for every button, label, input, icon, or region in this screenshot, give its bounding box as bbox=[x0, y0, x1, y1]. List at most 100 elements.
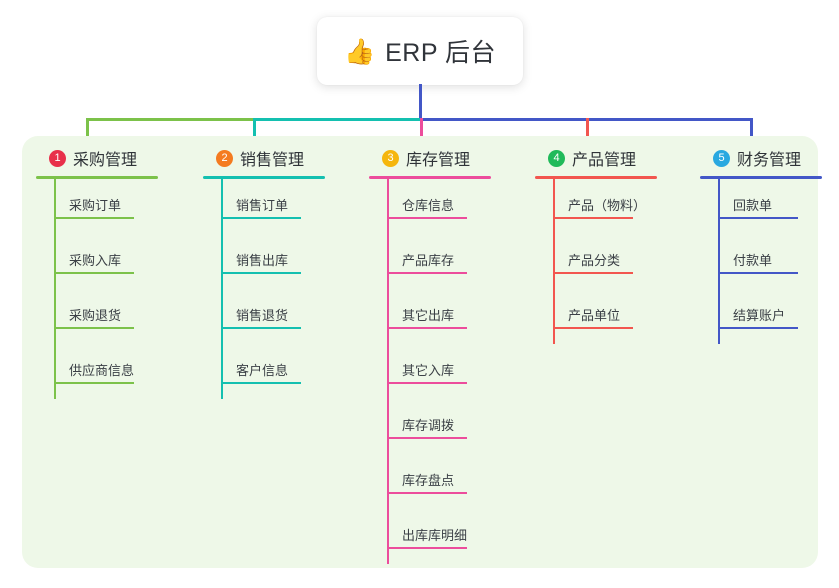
branch-spine bbox=[553, 179, 555, 344]
branch-spine bbox=[718, 179, 720, 344]
branch-header[interactable]: 4 产品管理 bbox=[535, 146, 695, 170]
branch-item[interactable]: 库存调拨 bbox=[369, 399, 529, 454]
connector-drop bbox=[253, 118, 256, 147]
branch-header[interactable]: 5 财务管理 bbox=[700, 146, 839, 170]
branch-header-rule bbox=[700, 176, 822, 179]
branch-item-rule bbox=[387, 437, 467, 439]
branches-panel bbox=[22, 136, 818, 568]
branch-item-list: 采购订单采购入库采购退货供应商信息 bbox=[36, 179, 196, 399]
branch-item-label: 付款单 bbox=[733, 253, 773, 268]
branch-item-label: 销售订单 bbox=[236, 198, 289, 213]
branch-item-label: 销售退货 bbox=[236, 308, 289, 323]
branch-item-rule bbox=[54, 327, 134, 329]
branch-item[interactable]: 其它入库 bbox=[369, 344, 529, 399]
connector-drop bbox=[750, 118, 753, 147]
branch-item-label: 产品库存 bbox=[402, 253, 455, 268]
branch-item[interactable]: 回款单 bbox=[700, 179, 839, 234]
branch-item-label: 产品（物料） bbox=[568, 198, 647, 213]
branch-number-badge: 4 bbox=[548, 149, 565, 167]
connector-drop bbox=[586, 118, 589, 147]
branch-item-rule bbox=[54, 217, 134, 219]
connector-trunk bbox=[419, 84, 422, 121]
branch-header[interactable]: 2 销售管理 bbox=[203, 146, 363, 170]
branch-item[interactable]: 付款单 bbox=[700, 234, 839, 289]
branch-item-label: 产品单位 bbox=[568, 308, 621, 323]
branch-item-rule bbox=[221, 382, 301, 384]
root-node-erp-backend[interactable]: 👍 ERP 后台 bbox=[317, 17, 523, 85]
branch-title: 财务管理 bbox=[737, 152, 802, 169]
branch-item[interactable]: 采购入库 bbox=[36, 234, 196, 289]
branch-item-label: 采购订单 bbox=[69, 198, 122, 213]
branch-item[interactable]: 结算账户 bbox=[700, 289, 839, 344]
branch-spine bbox=[221, 179, 223, 399]
branch-item-list: 产品（物料） 产品分类产品单位 bbox=[535, 179, 695, 344]
branch-item-label: 其它入库 bbox=[402, 363, 455, 378]
branch-title: 销售管理 bbox=[240, 152, 305, 169]
branch-spine bbox=[54, 179, 56, 399]
branch-header-rule bbox=[203, 176, 325, 179]
branch-item-rule bbox=[387, 547, 467, 549]
branch-column-销售管理: 2 销售管理销售订单销售出库销售退货客户信息 bbox=[203, 146, 363, 399]
branch-item[interactable]: 其它出库 bbox=[369, 289, 529, 344]
branch-item-rule bbox=[553, 272, 633, 274]
branch-column-库存管理: 3 库存管理仓库信息产品库存其它出库其它入库库存调拨库存盘点出库库明细 bbox=[369, 146, 529, 564]
branch-item-list: 回款单付款单结算账户 bbox=[700, 179, 839, 344]
branch-header-rule bbox=[369, 176, 491, 179]
branch-item[interactable]: 采购订单 bbox=[36, 179, 196, 234]
branch-item-label: 产品分类 bbox=[568, 253, 621, 268]
connector-bus-segment bbox=[86, 118, 254, 121]
branch-item[interactable]: 采购退货 bbox=[36, 289, 196, 344]
branch-header[interactable]: 3 库存管理 bbox=[369, 146, 529, 170]
branch-item[interactable]: 产品库存 bbox=[369, 234, 529, 289]
branch-item-label: 库存盘点 bbox=[402, 473, 455, 488]
branch-item[interactable]: 库存盘点 bbox=[369, 454, 529, 509]
branch-item-rule bbox=[221, 217, 301, 219]
branch-item-label: 供应商信息 bbox=[69, 363, 135, 378]
branch-item-label: 采购退货 bbox=[69, 308, 122, 323]
branch-number-badge: 3 bbox=[382, 149, 399, 167]
branch-item[interactable]: 产品单位 bbox=[535, 289, 695, 344]
branch-spine bbox=[387, 179, 389, 564]
branch-item[interactable]: 产品（物料） bbox=[535, 179, 695, 234]
branch-item-label: 回款单 bbox=[733, 198, 773, 213]
branch-item-list: 仓库信息产品库存其它出库其它入库库存调拨库存盘点出库库明细 bbox=[369, 179, 529, 564]
branch-number-badge: 2 bbox=[216, 149, 233, 167]
branch-item-label: 仓库信息 bbox=[402, 198, 455, 213]
branch-column-财务管理: 5 财务管理回款单付款单结算账户 bbox=[700, 146, 839, 344]
branch-column-采购管理: 1 采购管理采购订单采购入库采购退货供应商信息 bbox=[36, 146, 196, 399]
branch-item-rule bbox=[54, 382, 134, 384]
branch-title: 库存管理 bbox=[406, 152, 471, 169]
root-node-title: ERP 后台 bbox=[385, 39, 497, 67]
branch-title: 产品管理 bbox=[572, 152, 637, 169]
branch-number-badge: 1 bbox=[49, 149, 66, 167]
connector-bus-segment bbox=[420, 118, 751, 121]
branch-item-label: 采购入库 bbox=[69, 253, 122, 268]
branch-item-label: 库存调拨 bbox=[402, 418, 455, 433]
branch-item-list: 销售订单销售出库销售退货客户信息 bbox=[203, 179, 363, 399]
branch-item[interactable]: 客户信息 bbox=[203, 344, 363, 399]
branch-item[interactable]: 出库库明细 bbox=[369, 509, 529, 564]
branch-item-label: 客户信息 bbox=[236, 363, 289, 378]
branch-item[interactable]: 销售退货 bbox=[203, 289, 363, 344]
branch-item-rule bbox=[387, 217, 467, 219]
branch-item-rule bbox=[221, 327, 301, 329]
branch-item-rule bbox=[221, 272, 301, 274]
connector-drop bbox=[86, 118, 89, 147]
branch-header[interactable]: 1 采购管理 bbox=[36, 146, 196, 170]
branch-item[interactable]: 仓库信息 bbox=[369, 179, 529, 234]
branch-item-rule bbox=[387, 492, 467, 494]
branch-item[interactable]: 销售订单 bbox=[203, 179, 363, 234]
branch-header-rule bbox=[535, 176, 657, 179]
connector-drop bbox=[420, 118, 423, 147]
branch-item-rule bbox=[54, 272, 134, 274]
branch-item-label: 其它出库 bbox=[402, 308, 455, 323]
branch-number-badge: 5 bbox=[713, 149, 730, 167]
branch-column-产品管理: 4 产品管理产品（物料） 产品分类产品单位 bbox=[535, 146, 695, 344]
branch-title: 采购管理 bbox=[73, 152, 138, 169]
branch-item-rule bbox=[553, 327, 633, 329]
branch-item[interactable]: 产品分类 bbox=[535, 234, 695, 289]
branch-item-rule bbox=[387, 382, 467, 384]
branch-item[interactable]: 供应商信息 bbox=[36, 344, 196, 399]
branch-item[interactable]: 销售出库 bbox=[203, 234, 363, 289]
